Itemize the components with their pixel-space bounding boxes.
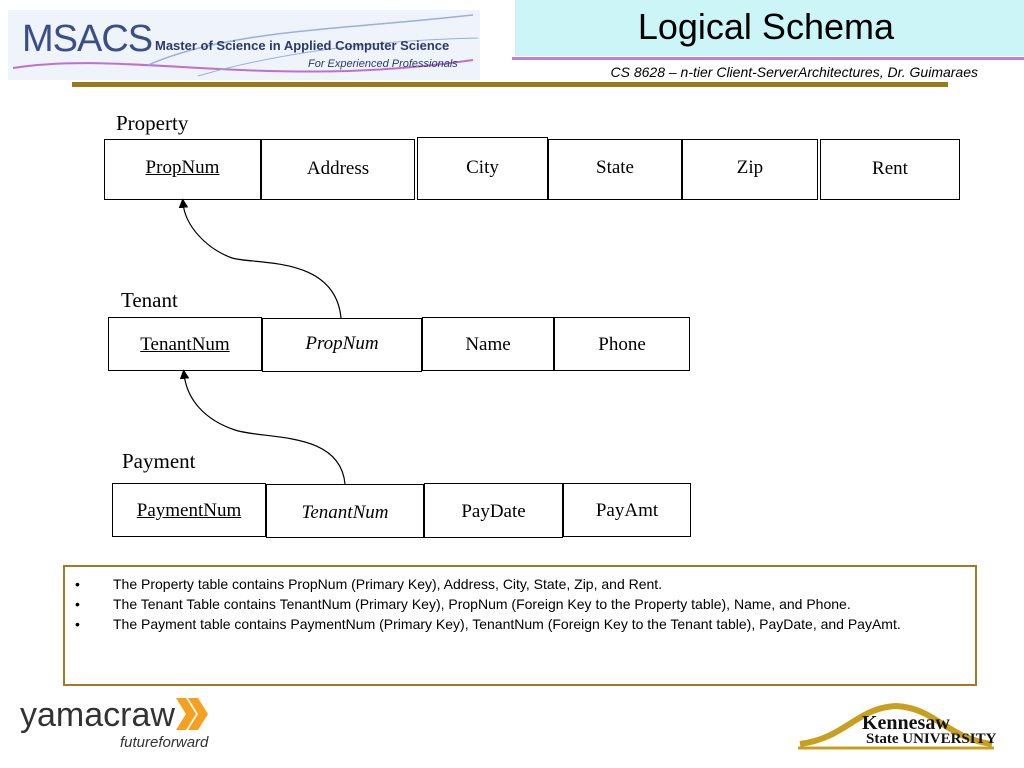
yamacraw-logo: yamacraw	[20, 696, 175, 734]
field-label: TenantNum	[301, 502, 389, 523]
field-label: PayDate	[461, 501, 526, 522]
table-name-property: Property	[116, 111, 189, 135]
field-cell: Rent	[820, 139, 960, 200]
yamacraw-tagline: futureforward	[120, 734, 209, 751]
field-cell: Zip	[682, 139, 818, 200]
field-label: PropNum	[145, 157, 220, 178]
chevrons-icon	[176, 698, 208, 730]
table-name-payment: Payment	[122, 449, 196, 473]
field-cell: Address	[261, 139, 415, 200]
field-label: TenantNum	[140, 334, 230, 355]
field-cell: TenantNum	[266, 484, 424, 538]
ksu-logo-line1: Kennesaw	[862, 712, 950, 734]
gold-divider	[72, 82, 948, 87]
field-cell: TenantNum	[108, 317, 262, 371]
field-label: Address	[306, 158, 370, 179]
logo-swoosh-graphic	[12, 14, 479, 77]
note-item: • The Property table contains PropNum (Pr…	[65, 574, 967, 594]
field-cell: Name	[422, 317, 554, 371]
table-name-tenant: Tenant	[121, 288, 178, 312]
field-cell: PaymentNum	[112, 483, 266, 537]
field-label: Rent	[872, 158, 908, 179]
ksu-logo-graphic	[798, 702, 994, 750]
accent-divider	[512, 57, 1024, 60]
msacs-logo: MSACS Master of Science in Applied Compu…	[8, 10, 480, 80]
page-subtitle: CS 8628 – n-tier Client-ServerArchitectu…	[610, 64, 979, 80]
note-text: The Payment table contains PaymentNum (P…	[113, 616, 901, 632]
ksu-logo-line2: State UNIVERSITY	[866, 731, 997, 747]
fk-arrow-payment-to-tenant	[179, 369, 346, 485]
field-cell: PayDate	[424, 483, 563, 538]
field-label: Zip	[736, 157, 764, 178]
field-label: Phone	[598, 334, 646, 355]
field-label: PropNum	[305, 333, 379, 354]
title-banner: Logical Schema	[515, 0, 1024, 56]
notes-box: • The Property table contains PropNum (Pr…	[63, 565, 977, 686]
bullet-icon: •	[75, 576, 80, 592]
fk-arrow-tenant-to-property	[178, 198, 342, 319]
logo-line2: For Experienced Professionals	[308, 58, 458, 70]
note-item: • The Tenant Table contains TenantNum (Pr…	[65, 594, 967, 614]
field-cell: PayAmt	[563, 483, 691, 537]
bullet-icon: •	[75, 596, 80, 612]
note-text: The Property table contains PropNum (Pri…	[113, 576, 663, 592]
field-label: Name	[465, 334, 511, 355]
field-label: PaymentNum	[136, 500, 242, 521]
note-text: The Tenant Table contains TenantNum (Pri…	[113, 596, 851, 612]
note-item: • The Payment table contains PaymentNum (…	[65, 614, 967, 634]
field-cell: City	[417, 137, 548, 200]
bullet-icon: •	[75, 616, 80, 632]
logo-line1: Master of Science in Applied Computer Sc…	[155, 38, 450, 53]
logo-mark: MSACS	[22, 18, 153, 60]
field-label: PayAmt	[595, 500, 659, 521]
field-label: City	[466, 157, 499, 178]
field-label: State	[596, 157, 634, 178]
page-title: Logical Schema	[637, 6, 894, 47]
field-cell: State	[548, 139, 682, 200]
field-cell: Phone	[554, 317, 690, 371]
field-cell: PropNum	[262, 318, 422, 372]
